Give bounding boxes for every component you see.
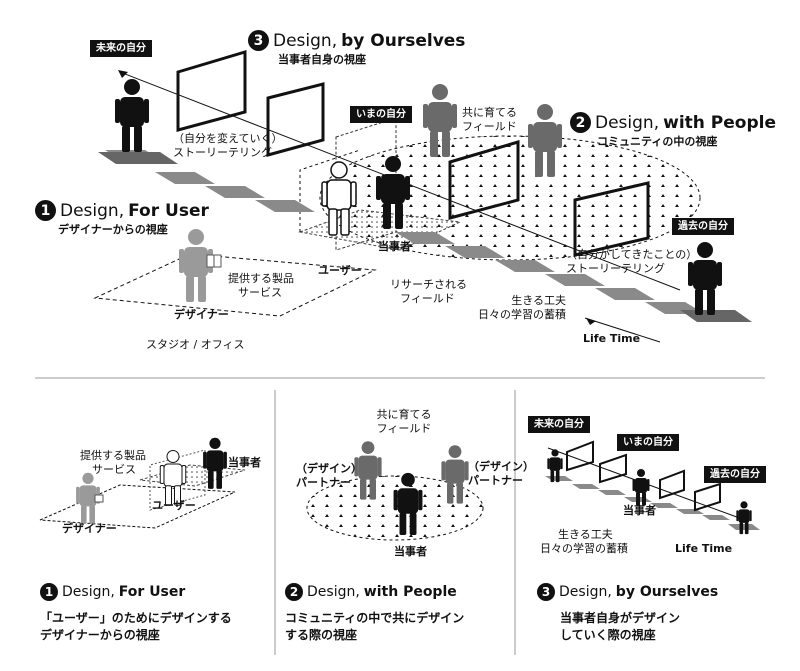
subtitle-for-user: デザイナーからの視座: [58, 223, 168, 236]
number-1-badge: 1: [35, 200, 56, 221]
studio-office-label: スタジオ / オフィス: [146, 338, 245, 351]
number-2-badge: 2: [570, 112, 591, 133]
subtitle-with-people: コミュニティの中の視座: [597, 135, 718, 148]
user-label: ユーザー: [318, 264, 362, 277]
p2-heading: 2 Design, with People: [285, 583, 457, 601]
p1-caption: 「ユーザー」のためにデザインするデザイナーからの視座: [40, 611, 232, 642]
life-time-label: Life Time: [583, 332, 641, 345]
frame-past: [573, 181, 650, 257]
p3-lifelong-learning-label: 生きる工夫日々の学習の蓄積: [540, 528, 628, 555]
tag-past-self: 過去の自分: [672, 218, 734, 235]
p2-partner-right-label: （デザイン）パートナー: [468, 460, 534, 487]
storytelling-future-label: （自分を変えていく）ストーリーテリング: [173, 132, 283, 159]
frame-future: [176, 49, 247, 132]
studio-floor: [93, 253, 377, 317]
heading-design-with-people: 2 Design, with People: [570, 112, 776, 133]
heading-emphasis: with People: [663, 112, 776, 133]
p2-stakeholder-label: 当事者: [394, 545, 427, 558]
tag-present-self: いまの自分: [350, 106, 412, 123]
p3-tag-present-self: いまの自分: [617, 434, 679, 451]
p3-life-time-label: Life Time: [675, 542, 733, 555]
heading-emphasis: For User: [128, 200, 209, 221]
p1-user-label: ユーザー: [152, 499, 196, 512]
heading-design-by-ourselves: 3 Design, by Ourselves: [248, 30, 465, 51]
storytelling-past-label: （自分がしてきたことの）ストーリーテリング: [566, 248, 698, 275]
frame-mid: [266, 82, 325, 157]
p3-caption: 当事者自身がデザインしていく際の視座: [560, 611, 681, 642]
heading-emphasis: by Ourselves: [341, 30, 466, 51]
p1-designer-label: デザイナー: [62, 522, 117, 535]
p1-heading: 1 Design, For User: [40, 583, 185, 601]
heading-prefix: Design,: [60, 200, 125, 221]
person-future: [115, 79, 149, 152]
future-platform: [98, 152, 178, 164]
field-grow-together-label: 共に育てるフィールド: [462, 106, 517, 133]
subtitle-by-ourselves: 当事者自身の視座: [278, 53, 366, 66]
p3-stakeholder-label: 当事者: [623, 504, 656, 517]
stakeholder-label: 当事者: [378, 240, 411, 253]
past-platform: [680, 310, 752, 322]
research-field-label: リサーチされるフィールド: [390, 278, 467, 305]
heading-prefix: Design,: [273, 30, 338, 51]
p1-stakeholder-label: 当事者: [228, 456, 261, 469]
p1-product-service-label: 提供する製品サービス: [80, 449, 146, 476]
frame-field: [448, 139, 520, 220]
designer-label: デザイナー: [174, 308, 229, 321]
product-service-label: 提供する製品サービス: [228, 272, 294, 299]
tag-future-self: 未来の自分: [90, 40, 152, 57]
heading-prefix: Design,: [595, 112, 660, 133]
p3-tag-past-self: 過去の自分: [704, 466, 766, 483]
heading-design-for-user: 1 Design, For User: [35, 200, 209, 221]
number-3-badge: 3: [248, 30, 269, 51]
p2-partner-left-label: （デザイン）パートナー: [296, 462, 362, 489]
p3-heading: 3 Design, by Ourselves: [537, 583, 718, 601]
p2-caption: コミュニティの中で共にデザインする際の視座: [285, 611, 465, 642]
lifelong-learning-label: 生きる工夫日々の学習の蓄積: [478, 294, 566, 321]
p3-tag-future-self: 未来の自分: [528, 416, 590, 433]
p2-field-label: 共に育てるフィールド: [376, 408, 432, 435]
